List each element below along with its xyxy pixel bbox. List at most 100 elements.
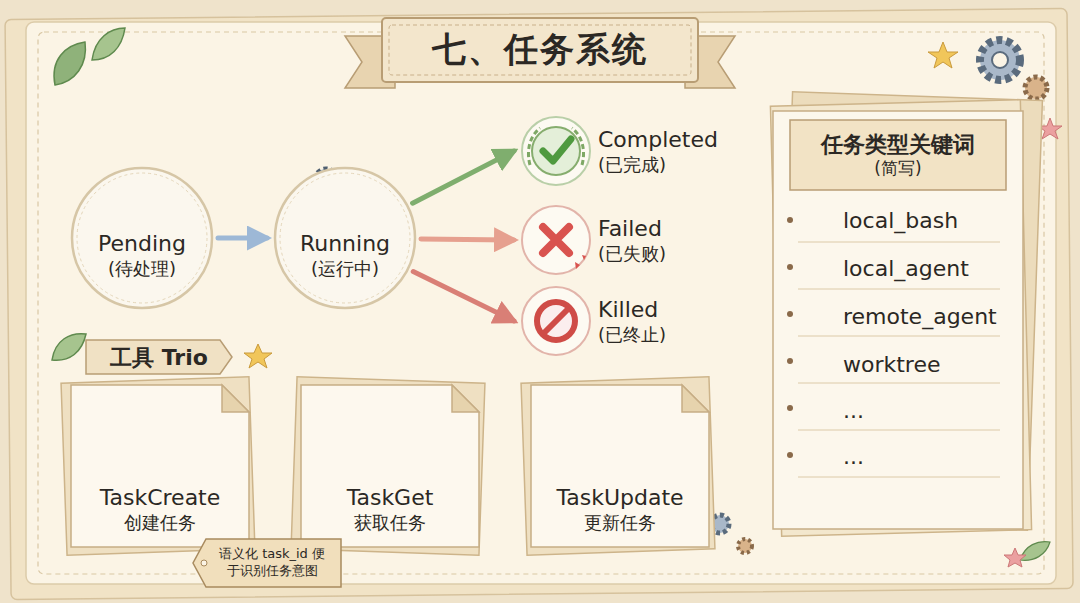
leaf-decoration-part bbox=[52, 334, 86, 361]
flow-arrow bbox=[421, 239, 514, 240]
keyword-panel-outline-part bbox=[790, 120, 1006, 190]
leaf-decoration-part bbox=[54, 42, 85, 85]
card-decoration-part bbox=[61, 377, 255, 555]
paper-part bbox=[38, 32, 1044, 574]
state-circle-outline-part bbox=[280, 173, 410, 303]
tool-card: TaskGet获取任务 bbox=[300, 384, 480, 548]
state-circle-outline-part bbox=[77, 173, 207, 303]
gear-decoration-part bbox=[980, 40, 1020, 80]
title-banner-part bbox=[389, 25, 691, 75]
panel-header: 任务类型关键词(简写) bbox=[790, 120, 1006, 190]
keyword-panel-outline-part bbox=[798, 477, 1000, 478]
result-state: Completed(已完成) bbox=[520, 116, 730, 186]
node-heading: Running bbox=[300, 230, 390, 258]
node-heading: Completed bbox=[598, 126, 718, 154]
section-tab: 工具 Trio bbox=[84, 338, 234, 377]
completed-icon-part bbox=[532, 127, 580, 175]
panel-decoration-part bbox=[770, 100, 1031, 536]
node-heading: TaskUpdate bbox=[556, 484, 683, 512]
title-banner-part bbox=[382, 18, 698, 82]
keyword-panel-outline-part bbox=[787, 264, 793, 270]
failed-icon-part bbox=[522, 206, 590, 274]
node-heading: 工具 Trio bbox=[110, 344, 208, 372]
tool-card: TaskCreate创建任务 bbox=[70, 384, 250, 548]
keyword-panel-outline-part bbox=[798, 383, 1000, 384]
flow-arrow bbox=[413, 272, 514, 321]
state-circle-outline-part bbox=[275, 168, 415, 308]
star-decoration-part bbox=[928, 42, 958, 68]
node-subtext: 更新任务 bbox=[584, 512, 656, 535]
node-subtext: (待处理) bbox=[108, 258, 176, 281]
card-decoration bbox=[61, 377, 715, 555]
flow-arrow bbox=[218, 236, 267, 241]
title-banner bbox=[345, 18, 735, 88]
node-heading: 任务类型关键词 bbox=[821, 131, 975, 159]
keyword-panel-outline-part bbox=[798, 242, 1000, 243]
node-subtext: (运行中) bbox=[311, 258, 379, 281]
keyword-panel-outline-part bbox=[787, 358, 793, 364]
node-subtext: 获取任务 bbox=[354, 512, 426, 535]
flow-arrow bbox=[413, 151, 514, 203]
star-decoration-part bbox=[1004, 548, 1026, 567]
card-decoration-part bbox=[291, 377, 485, 555]
keyword-panel-outline-part bbox=[798, 336, 1000, 337]
star-decoration bbox=[244, 42, 1062, 567]
killed-icon-part bbox=[522, 287, 590, 355]
keyword-panel-outline-part bbox=[787, 311, 793, 317]
state-circle-outline-part bbox=[72, 168, 212, 308]
paper bbox=[5, 8, 1073, 599]
keyword-item: ... bbox=[843, 444, 864, 469]
leaf-decoration bbox=[52, 28, 1050, 560]
completed-icon-part bbox=[543, 139, 571, 161]
node-heading: Pending bbox=[98, 230, 186, 258]
result-state: Failed(已失败) bbox=[520, 205, 730, 275]
keyword-panel-outline-part bbox=[787, 217, 793, 223]
node-heading: Killed bbox=[598, 296, 658, 324]
keyword-panel-outline-part bbox=[798, 430, 1000, 431]
tool-card-outline-part bbox=[71, 385, 249, 547]
title: 七、任务系统 bbox=[432, 27, 648, 73]
failed-icon bbox=[522, 206, 590, 274]
node-heading: TaskCreate bbox=[100, 484, 221, 512]
state-circle: Running(运行中) bbox=[273, 166, 417, 310]
result-state: Killed(已终止) bbox=[520, 286, 730, 356]
keyword-item: local_agent bbox=[843, 256, 969, 281]
keyword-item: remote_agent bbox=[843, 304, 997, 329]
tool-card-outline-part bbox=[682, 385, 709, 412]
keyword-panel-outline-part bbox=[773, 111, 1023, 529]
completed-icon-part bbox=[528, 128, 583, 165]
leaf-decoration-part bbox=[1020, 542, 1050, 561]
completed-icon bbox=[522, 117, 590, 185]
paper-part bbox=[5, 8, 1073, 599]
node-heading: TaskGet bbox=[347, 484, 434, 512]
failed-icon-part bbox=[575, 255, 586, 269]
tool-card: TaskUpdate更新任务 bbox=[530, 384, 710, 548]
failed-icon-part bbox=[543, 227, 569, 253]
star-decoration-part bbox=[244, 344, 272, 368]
note-tag: 语义化 task_id 便于识别任务意图 bbox=[192, 538, 342, 588]
node-subtext: (简写) bbox=[874, 158, 921, 179]
node-heading: 语义化 task_id 便于识别任务意图 bbox=[217, 546, 327, 580]
keyword-item: worktree bbox=[843, 352, 941, 377]
completed-icon-part bbox=[522, 117, 590, 185]
gear-decoration-part bbox=[1025, 77, 1047, 99]
leaf-decoration-part bbox=[92, 28, 125, 60]
node-subtext: (已完成) bbox=[598, 154, 666, 177]
state-circle: Pending(待处理) bbox=[70, 166, 214, 310]
tool-card-outline-part bbox=[222, 385, 249, 412]
paper-part bbox=[26, 22, 1056, 584]
panel-decoration bbox=[770, 92, 1042, 536]
note-tag-outline-part bbox=[193, 539, 341, 587]
keyword-item: ... bbox=[843, 398, 864, 423]
section-tab-outline-part bbox=[86, 340, 232, 374]
tool-card-outline-part bbox=[301, 385, 479, 547]
tool-card-outline-part bbox=[531, 385, 709, 547]
killed-icon bbox=[522, 287, 590, 355]
killed-icon-part bbox=[543, 308, 569, 334]
keyword-panel-outline-part bbox=[787, 452, 793, 458]
gear-decoration-part bbox=[992, 52, 1008, 68]
node-heading: Failed bbox=[598, 215, 662, 243]
keyword-panel-outline-part bbox=[798, 289, 1000, 290]
node-subtext: (已终止) bbox=[598, 324, 666, 347]
